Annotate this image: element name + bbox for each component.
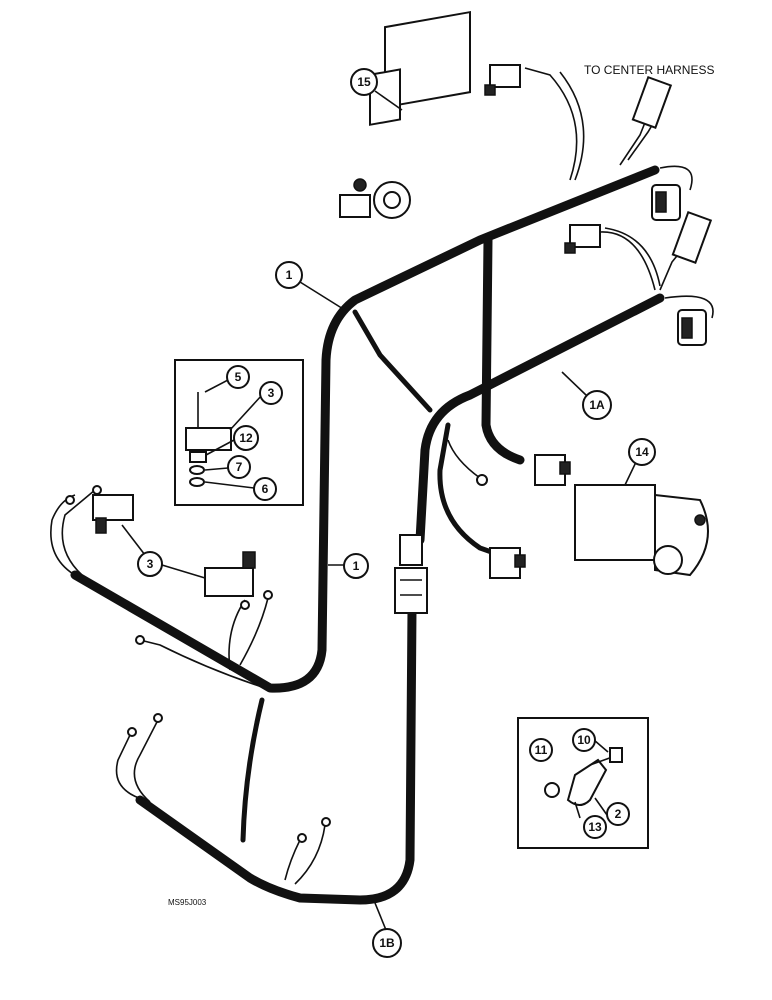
- callout-7-text: 7: [236, 460, 243, 474]
- connector-1a-right: [534, 454, 571, 486]
- leader-6: [204, 481, 255, 489]
- switch-left-lower: [204, 551, 273, 610]
- actuator-14: [574, 484, 709, 577]
- inset-clamp-parts: [544, 747, 623, 806]
- connector-top-left: [484, 64, 521, 96]
- inset-switch-parts: [185, 392, 232, 487]
- leader-1-top: [299, 281, 349, 313]
- leader-7: [204, 467, 229, 471]
- leader-1b: [374, 902, 387, 931]
- actuator-15: [339, 10, 471, 219]
- drawing-code-label: MS95J003: [168, 898, 207, 907]
- callout-13-text: 13: [588, 820, 602, 834]
- callout-2-text: 2: [615, 807, 622, 821]
- wire-left-lower-1: [139, 639, 266, 689]
- leader-15: [374, 90, 403, 111]
- wire-1a-small-ring: [447, 439, 481, 479]
- wire-1b-left-2: [133, 719, 159, 803]
- callout-10: 10: [572, 728, 596, 752]
- plug-center-harness: [631, 75, 673, 129]
- callout-15-text: 15: [357, 75, 371, 89]
- wire-top-connector: [524, 67, 578, 181]
- callout-3-main: 3: [137, 551, 163, 577]
- harness-1a-drop: [481, 235, 525, 465]
- callout-1-mid-text: 1: [353, 559, 360, 573]
- callout-11: 11: [529, 738, 553, 762]
- connector-right-mid: [677, 309, 707, 346]
- wire-right-plug: [659, 165, 693, 191]
- leader-1a: [561, 371, 587, 396]
- harness-1a: [415, 293, 665, 545]
- callout-5: 5: [226, 365, 250, 389]
- leader-13: [574, 801, 581, 819]
- callout-5-text: 5: [235, 370, 242, 384]
- callout-3-inset-text: 3: [268, 386, 275, 400]
- callout-12-text: 12: [239, 431, 253, 445]
- callout-10-text: 10: [577, 733, 591, 747]
- plug-mid: [671, 210, 713, 264]
- connector-mid-left: [564, 224, 601, 254]
- wire-left-switch-upper: [50, 494, 81, 579]
- relay-block: [394, 534, 428, 614]
- callout-15: 15: [350, 68, 378, 96]
- wire-1b-left-1: [115, 734, 146, 801]
- wire-1b-bottom-2: [294, 824, 326, 885]
- callout-12: 12: [233, 425, 259, 451]
- callout-14: 14: [628, 438, 656, 466]
- ring-terminal-small: [476, 474, 488, 486]
- callout-1a: 1A: [582, 390, 612, 420]
- wire-left-lower-3: [239, 597, 269, 666]
- wire-mid-right-plug: [664, 295, 714, 319]
- switch-left-upper: [65, 485, 134, 534]
- to-center-harness-label: TO CENTER HARNESS: [584, 63, 714, 77]
- terminals-1b-bottom: [297, 817, 331, 843]
- wire-mid-connector: [599, 231, 656, 291]
- callout-3-inset: 3: [259, 381, 283, 405]
- harness-1-branch-diagonal: [352, 309, 433, 413]
- callout-1b-text: 1B: [379, 936, 395, 950]
- callout-13: 13: [583, 815, 607, 839]
- connector-right-top: [651, 184, 681, 221]
- leader-3-main-a: [121, 524, 146, 556]
- callout-6-text: 6: [262, 482, 269, 496]
- leader-12: [205, 439, 235, 456]
- terminals-1b-left: [127, 713, 163, 737]
- callout-1-top: 1: [275, 261, 303, 289]
- callout-7: 7: [227, 455, 251, 479]
- harness-1a-branch: [437, 422, 503, 558]
- leader-3-main-b: [161, 564, 206, 579]
- callout-14-text: 14: [635, 445, 649, 459]
- callout-2: 2: [606, 802, 630, 826]
- leader-5: [204, 379, 229, 393]
- wire-left-switch-upper-2: [61, 489, 96, 576]
- callout-3-main-text: 3: [147, 557, 154, 571]
- wire-1b-bottom-1: [284, 839, 301, 881]
- harness-1-main: [70, 165, 660, 693]
- callout-11-text: 11: [535, 743, 548, 757]
- leader-3-inset: [229, 394, 263, 431]
- leader-14: [624, 459, 638, 486]
- callout-1-top-text: 1: [286, 268, 293, 282]
- harness-1b: [135, 605, 417, 905]
- leader-2: [594, 797, 608, 816]
- callout-6: 6: [253, 477, 277, 501]
- callout-1b: 1B: [372, 928, 402, 958]
- callout-1a-text: 1A: [589, 398, 605, 412]
- callout-1-mid: 1: [343, 553, 369, 579]
- terminal-left-loose: [135, 635, 145, 645]
- harness-1b-side: [240, 697, 265, 843]
- connector-1a-lower: [489, 547, 526, 579]
- wire-top-connector-2: [559, 71, 585, 181]
- leader-10: [593, 739, 609, 753]
- wire-mid-connector-2: [604, 227, 661, 287]
